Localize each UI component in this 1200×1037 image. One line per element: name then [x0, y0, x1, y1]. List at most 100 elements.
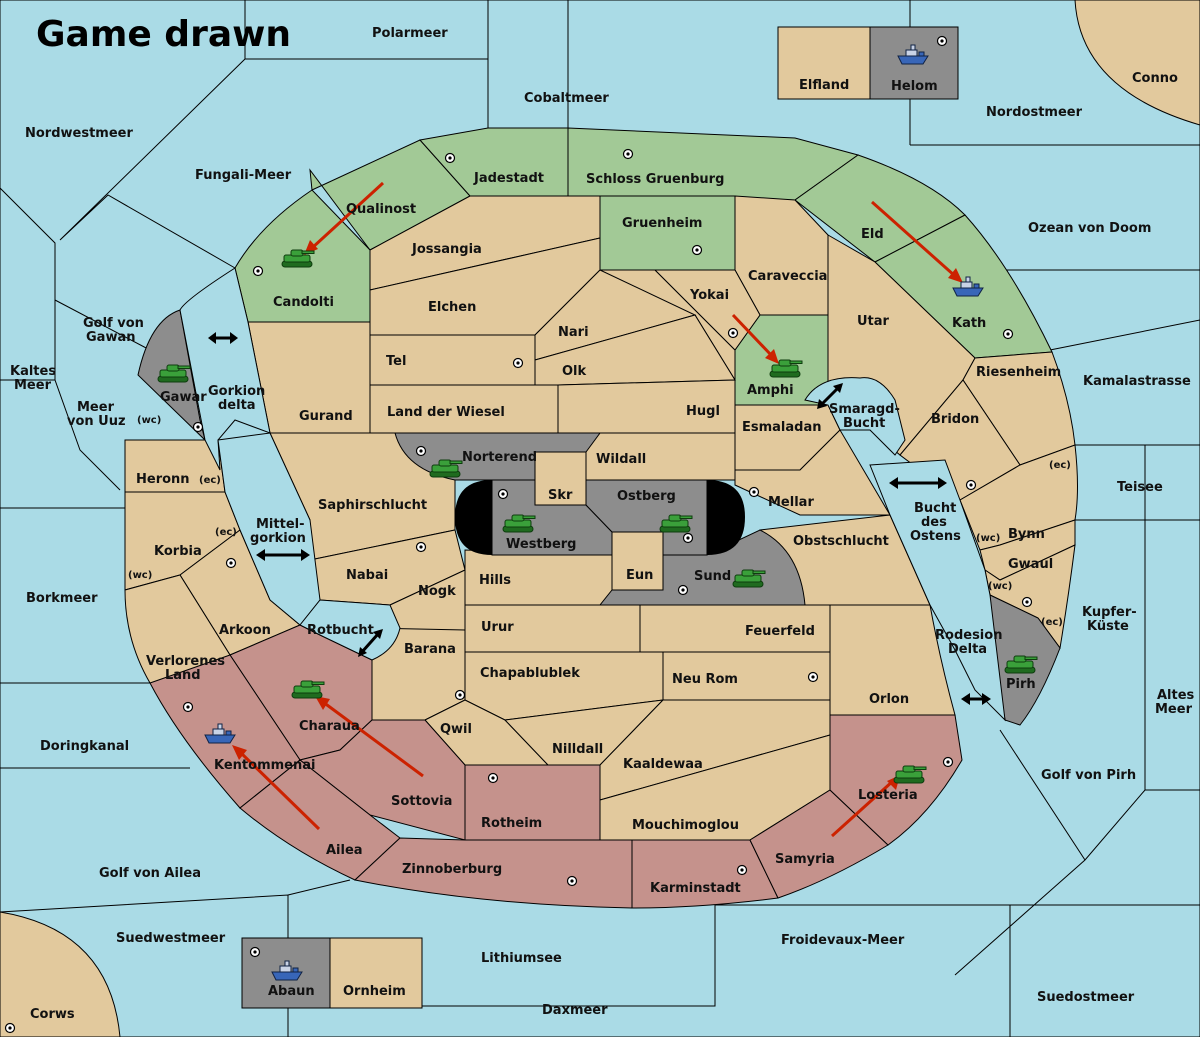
region-gruenheim[interactable] [599, 195, 736, 271]
label-utar: Utar [857, 314, 890, 329]
region-ornheim[interactable] [329, 937, 423, 1009]
label-chapablublek: Chapablublek [480, 666, 580, 681]
supply-center-icon [566, 875, 578, 887]
label-hills: Hills [479, 573, 511, 588]
supply-center-icon [736, 864, 748, 876]
supply-center-icon [748, 486, 760, 498]
move-arrow-icon [232, 745, 321, 831]
supply-center-icon [1021, 596, 1033, 608]
region-conno[interactable] [1074, 0, 1200, 126]
label-skr: Skr [548, 488, 573, 503]
supply-center-icon [1002, 328, 1014, 340]
label-arkoon: Arkoon [219, 623, 271, 638]
label-pirh: Pirh [1006, 677, 1036, 692]
label-conno: Conno [1132, 71, 1178, 86]
label-losteria: Losteria [858, 788, 918, 803]
game-status-title: Game drawn [36, 14, 291, 55]
label-helom: Helom [891, 79, 938, 94]
label-feuerfeld: Feuerfeld [745, 624, 815, 639]
supply-center-icon [807, 671, 819, 683]
double-arrow-icon [256, 549, 310, 561]
label-elfland: Elfland [799, 78, 849, 93]
label-corws: Corws [30, 1007, 75, 1022]
label-teisee: Teisee [1117, 480, 1163, 495]
label-suedostmeer: Suedostmeer [1037, 990, 1135, 1005]
region-elfland[interactable] [777, 26, 871, 100]
double-arrow-icon [817, 383, 843, 409]
region-sottovia[interactable] [298, 719, 466, 841]
label-gwaul: Gwaul [1008, 557, 1053, 572]
label-froidevaux-meer: Froidevaux-Meer [781, 933, 905, 948]
label-land-der-wiesel: Land der Wiesel [387, 405, 505, 420]
water-rotbucht[interactable] [299, 599, 401, 661]
supply-center-icon [497, 488, 509, 500]
label-ozean-von-doom: Ozean von Doom [1028, 221, 1151, 236]
label-golf-von-ailea: Golf von Ailea [99, 866, 201, 881]
label-nordwestmeer: Nordwestmeer [25, 126, 133, 141]
label-polarmeer: Polarmeer [372, 26, 448, 41]
label-smaragd-bucht: Smaragd-Bucht [829, 402, 900, 431]
label-gawar-wc: (wc) [137, 415, 161, 426]
supply-center-icon [487, 772, 499, 784]
label-gawar: Gawar [160, 390, 207, 405]
label-schloss-gruenburg: Schloss Gruenburg [586, 172, 724, 187]
label-sund: Sund [694, 569, 731, 584]
impassable-east-cap [707, 480, 745, 555]
move-arrow-icon [871, 200, 963, 283]
region-corws[interactable] [0, 911, 121, 1037]
supply-center-icon [942, 756, 954, 768]
label-riesenheim: Riesenheim [976, 365, 1061, 380]
label-sottovia: Sottovia [391, 794, 452, 809]
water-gorkion-delta[interactable] [179, 267, 271, 471]
label-eun: Eun [626, 568, 653, 583]
supply-center-icon [677, 584, 689, 596]
label-westberg: Westberg [506, 537, 576, 552]
label-karminstadt: Karminstadt [650, 881, 741, 896]
label-rotheim: Rotheim [481, 816, 542, 831]
move-arrow-icon [315, 696, 424, 778]
supply-center-icon [454, 689, 466, 701]
double-arrow-icon [358, 629, 383, 657]
label-borkmeer: Borkmeer [26, 591, 98, 606]
supply-center-icon [225, 557, 237, 569]
label-lithiumsee: Lithiumsee [481, 951, 562, 966]
label-nari: Nari [558, 325, 589, 340]
label-suedwestmeer: Suedwestmeer [116, 931, 226, 946]
label-ornheim: Ornheim [343, 984, 406, 999]
water-bucht-des-ostens[interactable] [869, 459, 1006, 722]
label-amphi: Amphi [747, 383, 794, 398]
order-arrows [232, 181, 963, 838]
label-charaua: Charaua [299, 719, 360, 734]
label-bynn-wc: (wc) [976, 533, 1000, 544]
label-gruenheim: Gruenheim [622, 216, 702, 231]
supply-center-icon [4, 1022, 16, 1034]
label-abaun: Abaun [268, 984, 315, 999]
supply-center-icon [249, 946, 261, 958]
supply-center-icon [182, 701, 194, 713]
double-arrow-icon [208, 332, 238, 344]
label-fungali-meer: Fungali-Meer [195, 168, 292, 183]
label-doringkanal: Doringkanal [40, 739, 129, 754]
label-tel: Tel [386, 354, 406, 369]
double-arrow-icon [889, 477, 947, 489]
label-daxmeer: Daxmeer [542, 1003, 608, 1018]
label-korbia-wc: (wc) [128, 570, 152, 581]
label-heronn-ec: (ec) [199, 475, 221, 486]
label-qwil: Qwil [440, 722, 472, 737]
label-neu-rom: Neu Rom [672, 672, 738, 687]
label-gwaul-wc: (wc) [988, 581, 1012, 592]
supply-center-icon [691, 244, 703, 256]
label-caraveccia: Caraveccia [748, 269, 827, 284]
supply-center-icon [252, 265, 264, 277]
supply-center-icon [936, 35, 948, 47]
label-bridon: Bridon [931, 412, 979, 427]
label-nogk: Nogk [418, 584, 456, 599]
